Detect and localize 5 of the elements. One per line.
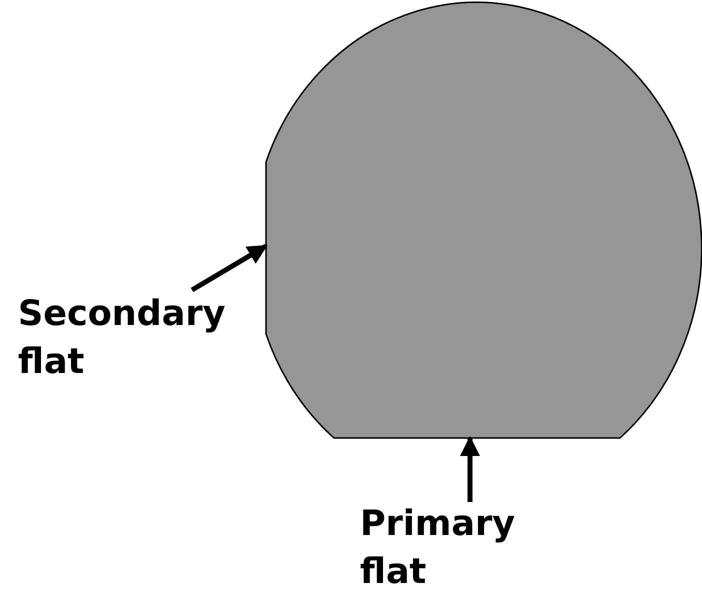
part-label: Primary flat bbox=[360, 500, 585, 595]
leader-arrow bbox=[460, 436, 480, 502]
wafer-drawing bbox=[265, 2, 702, 439]
part-label: Secondary flat bbox=[18, 290, 243, 386]
leader-arrow bbox=[190, 244, 268, 292]
